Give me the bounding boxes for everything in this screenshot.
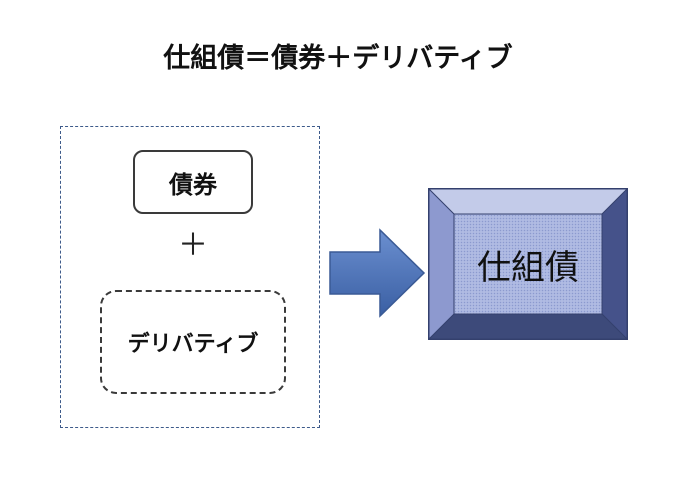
structured-bond-bevel-box xyxy=(428,188,628,340)
structured-bond-label: 仕組債 xyxy=(477,247,579,288)
diagram-title: 仕組債＝債券＋デリバティブ xyxy=(163,43,513,74)
derivative-label: デリバティブ xyxy=(127,332,259,357)
bond-label: 債券 xyxy=(169,170,217,199)
right-arrow-icon xyxy=(329,228,426,318)
derivative-box: デリバティブ xyxy=(100,290,286,394)
bond-box: 債券 xyxy=(133,150,253,214)
plus-sign: ＋ xyxy=(178,228,208,263)
components-group-box xyxy=(60,126,320,428)
